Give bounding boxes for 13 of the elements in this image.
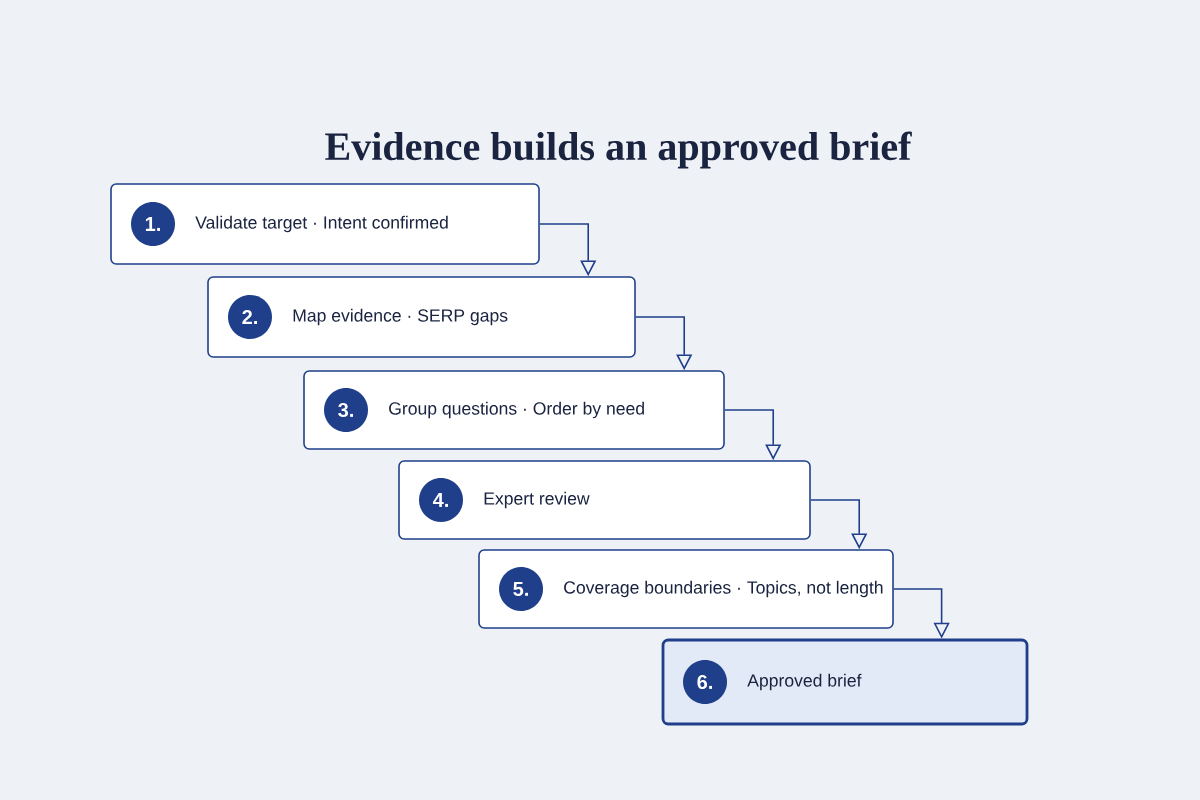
number-badge: 3. bbox=[324, 388, 368, 432]
title: Evidence builds an approved brief bbox=[325, 131, 912, 169]
node-label: Group questions · Order by need bbox=[389, 401, 644, 419]
node-label: Validate target · Intent confirmed bbox=[195, 215, 448, 233]
node-label: Map evidence · SERP gaps bbox=[293, 308, 508, 326]
number-badge: 5. bbox=[499, 567, 543, 611]
number-badge: 4. bbox=[419, 478, 463, 522]
number-badge: 6. bbox=[683, 660, 727, 704]
node-label: Expert review bbox=[484, 491, 590, 509]
node-label: Coverage boundaries · Topics, not length bbox=[564, 580, 883, 598]
number-badge: 2. bbox=[228, 295, 272, 339]
number-badge: 1. bbox=[131, 202, 175, 246]
node-label: Approved brief bbox=[747, 673, 862, 691]
